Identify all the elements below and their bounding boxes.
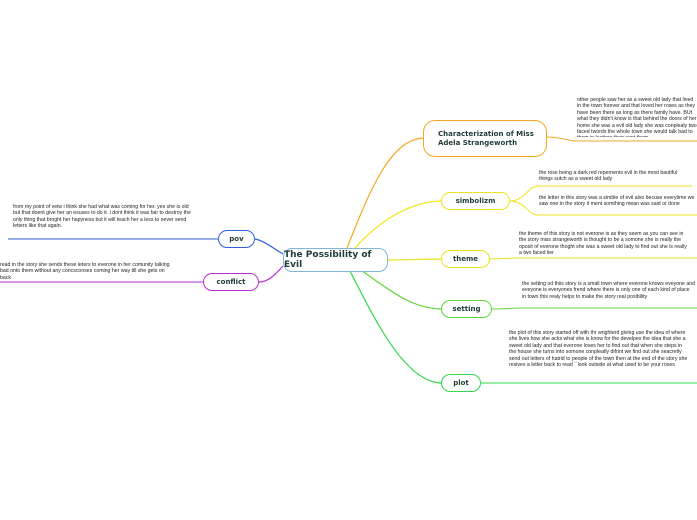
branch-theme-label: theme [452,255,479,263]
conflict-note: read in the story she sends these leters… [0,262,170,281]
branch-setting[interactable]: setting [441,300,492,318]
branch-setting-label: setting [452,305,481,313]
theme-note: the theme of this story is not everone i… [519,231,687,257]
plot-note: the plot of this story started off with … [509,330,688,369]
pov-note: from my point of veiw i think she had wh… [13,204,191,230]
branch-simbolizm-label: simbolizm [455,197,496,205]
simbolizm-note-letter: the letter in this story was a simble of… [539,195,695,208]
characterization-note: other people saw her as a sweet old lady… [577,97,697,137]
branch-plot[interactable]: plot [441,374,481,392]
branch-simbolizm[interactable]: simbolizm [441,192,510,210]
branch-conflict-label: conflict [216,278,246,286]
simbolizm-note-rose: the rose being a dark red repernents evi… [539,170,678,183]
central-topic-label: The Possibility of Evil [284,250,372,270]
central-topic[interactable]: The Possibility of Evil [283,248,388,272]
setting-note: the setting od thiis story is a small to… [522,281,696,300]
branch-plot-label: plot [453,379,469,387]
branch-characterization-label: Characterization of Miss Adela Strangewo… [438,129,534,147]
branch-pov[interactable]: pov [218,230,255,248]
branch-conflict[interactable]: conflict [203,273,259,291]
branch-characterization[interactable]: Characterization of Miss Adela Strangewo… [423,120,547,157]
branch-pov-label: pov [229,235,244,243]
branch-theme[interactable]: theme [441,250,490,268]
